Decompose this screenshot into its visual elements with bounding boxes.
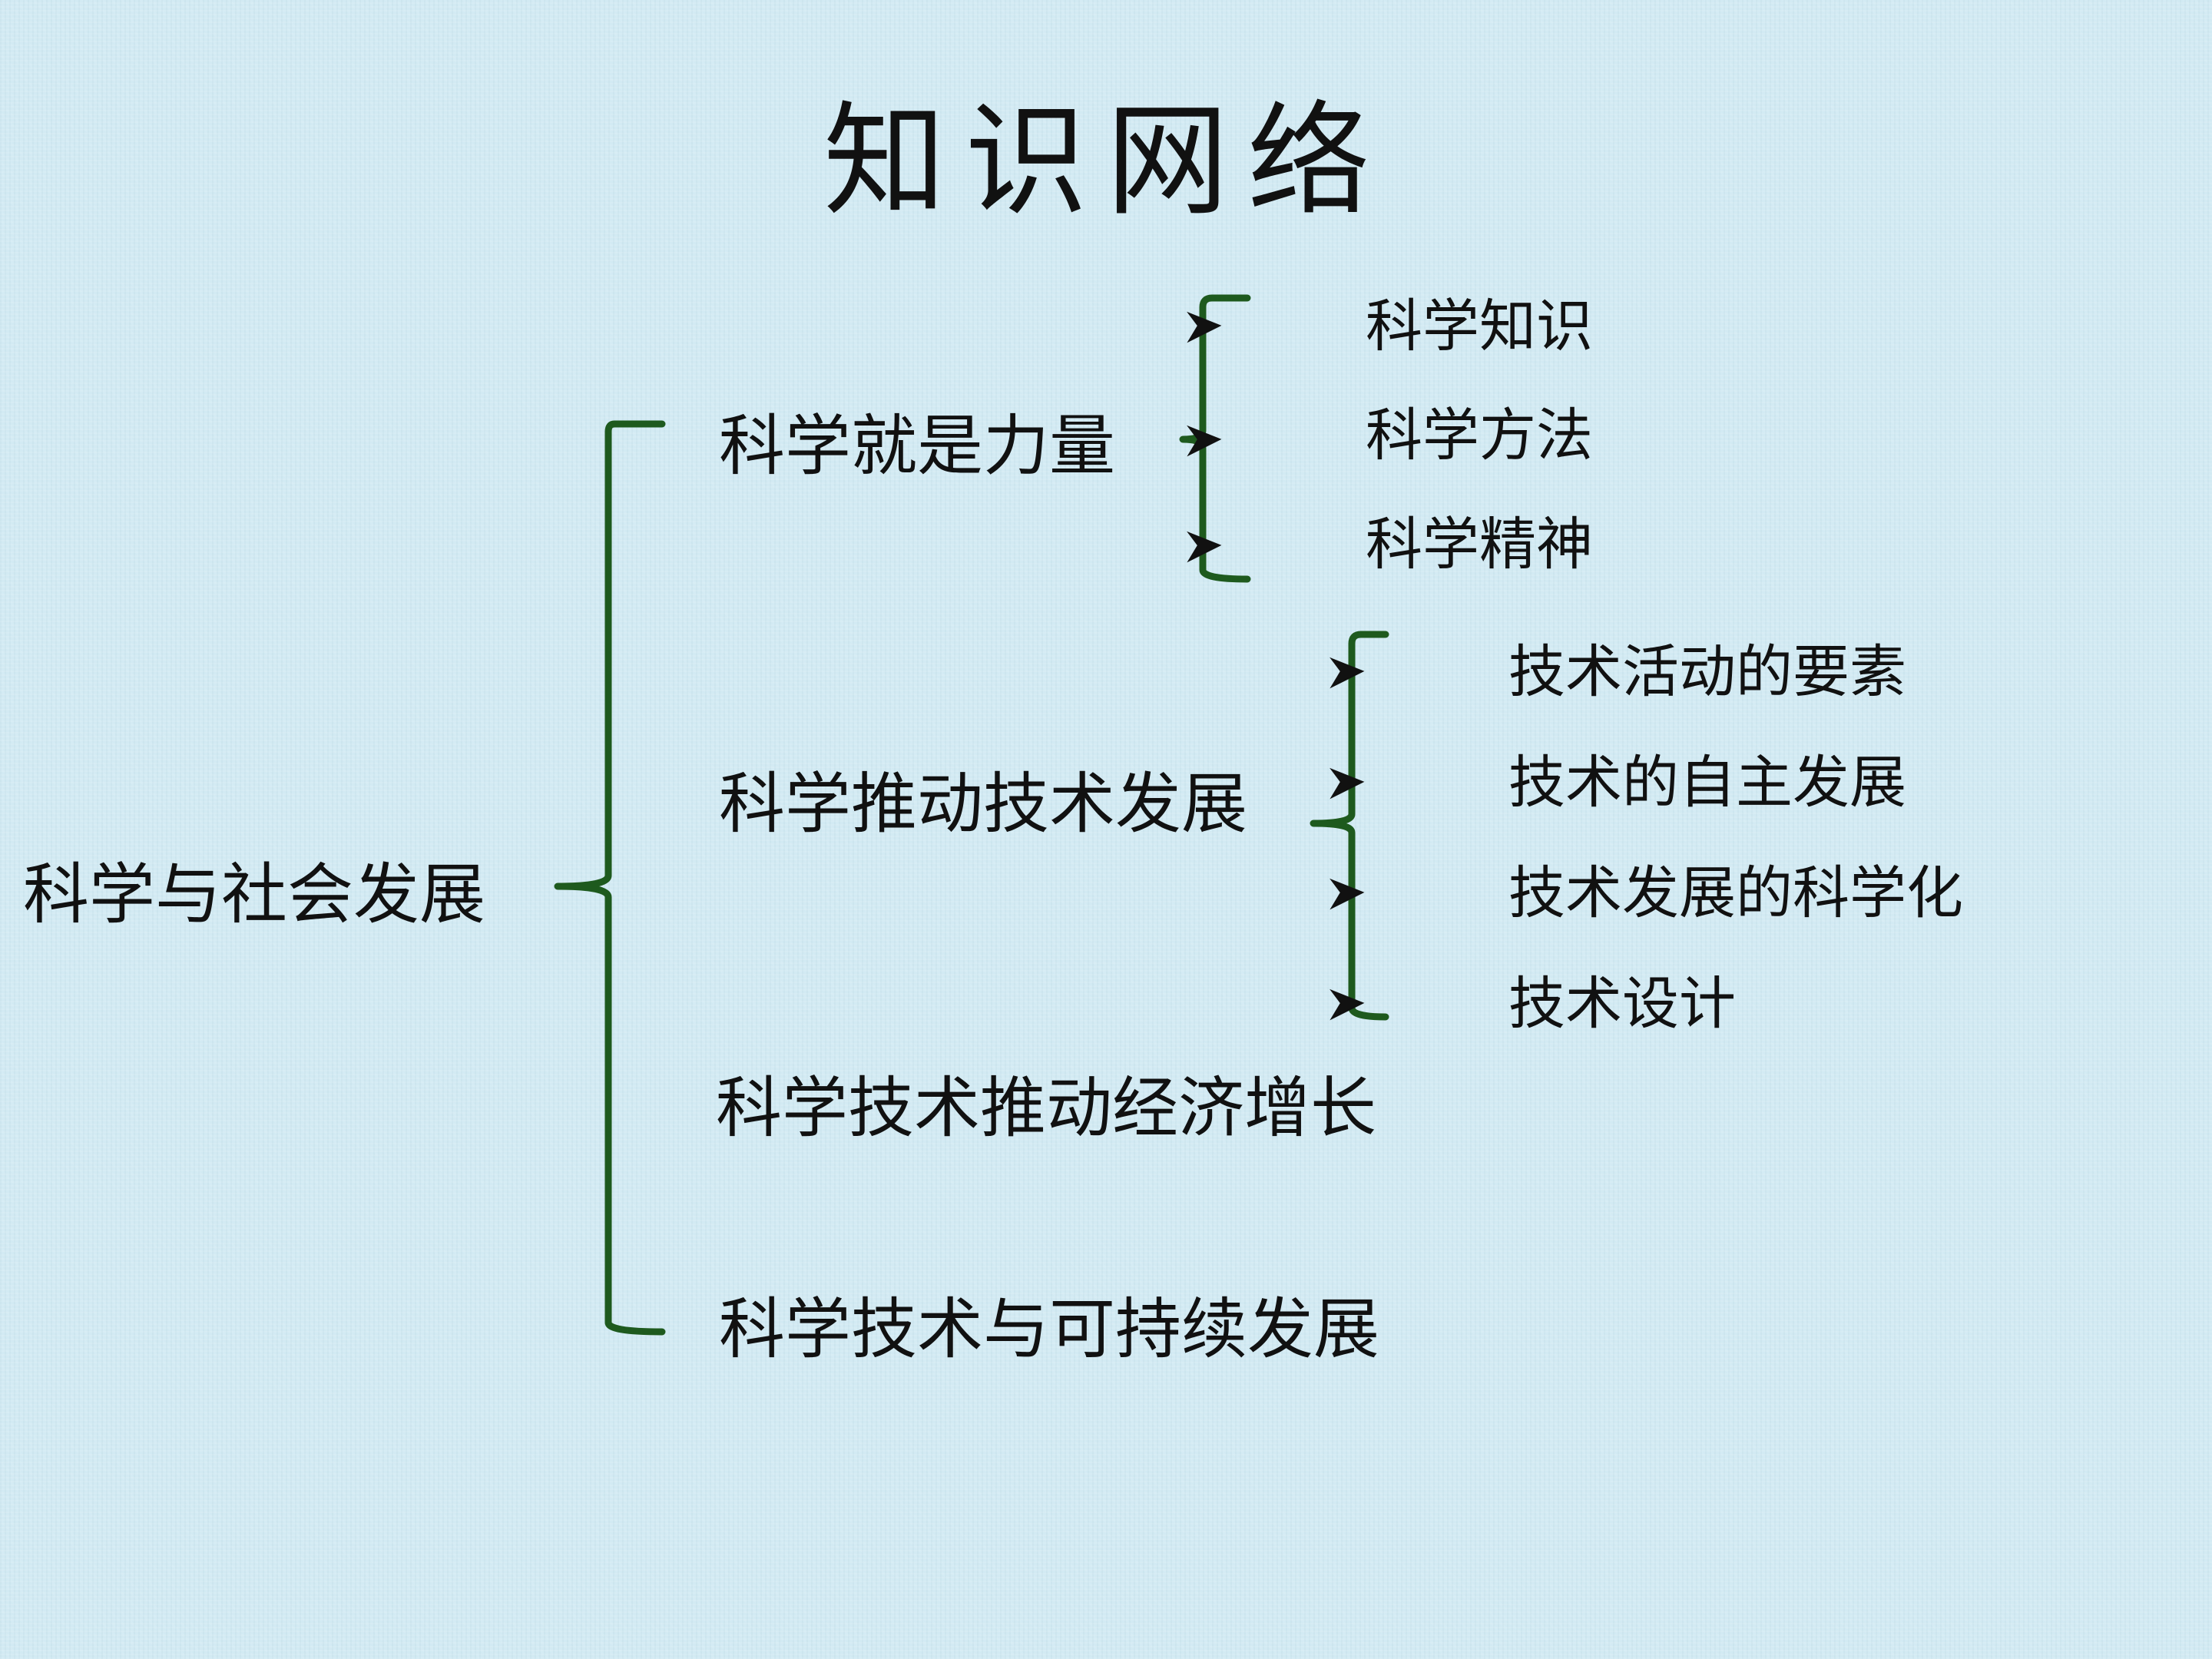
arrowhead-bullet-icon — [1187, 311, 1222, 343]
leaf-node: 技术的自主发展 — [1508, 750, 1906, 816]
arrowhead-bullet-icon — [1330, 878, 1365, 910]
branch-node-4: 科学技术与可持续发展 — [719, 1291, 1379, 1368]
root-brace-icon — [554, 420, 666, 1336]
branch-node-3: 科学技术推动经济增长 — [716, 1070, 1376, 1147]
arrowhead-bullet-icon — [1187, 531, 1222, 563]
leaf-node: 科学知识 — [1366, 293, 1593, 359]
branch-node-1: 科学就是力量 — [719, 408, 1115, 485]
branch-node-2: 科学推动技术发展 — [719, 766, 1247, 843]
branch1-brace-icon — [1179, 294, 1251, 583]
page-title: 知识网络 — [823, 89, 1389, 233]
arrowhead-bullet-icon — [1187, 425, 1222, 457]
leaf-node: 技术活动的要素 — [1508, 639, 1906, 705]
leaf-node: 技术设计 — [1508, 971, 1736, 1037]
leaf-node: 技术发展的科学化 — [1508, 860, 1963, 926]
root-node: 科学与社会发展 — [23, 856, 485, 933]
branch2-brace-icon — [1310, 631, 1389, 1021]
leaf-node: 科学方法 — [1366, 402, 1593, 469]
arrowhead-bullet-icon — [1330, 988, 1365, 1021]
arrowhead-bullet-icon — [1330, 657, 1365, 689]
leaf-node: 科学精神 — [1366, 512, 1593, 578]
arrowhead-bullet-icon — [1330, 767, 1365, 800]
